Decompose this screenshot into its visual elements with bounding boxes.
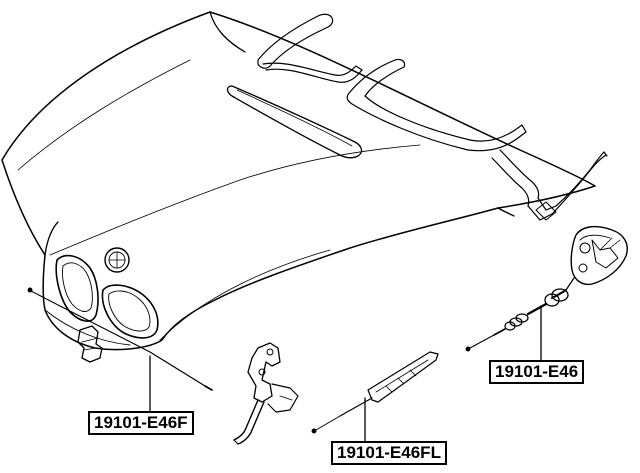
part-label-19101-e46[interactable]: 19101-E46 <box>489 360 585 384</box>
lock-cable <box>311 351 439 443</box>
hood-illustration <box>1 11 596 351</box>
release-cable <box>465 288 569 361</box>
front-cable <box>27 287 213 413</box>
release-handle <box>565 225 628 291</box>
hood-seals <box>257 13 608 221</box>
part-label-19101-e46fl[interactable]: 19101-E46FL <box>331 441 447 465</box>
front-bracket <box>77 325 103 363</box>
part-label-19101-e46f[interactable]: 19101-E46F <box>88 411 194 435</box>
hood-latch <box>233 342 299 445</box>
